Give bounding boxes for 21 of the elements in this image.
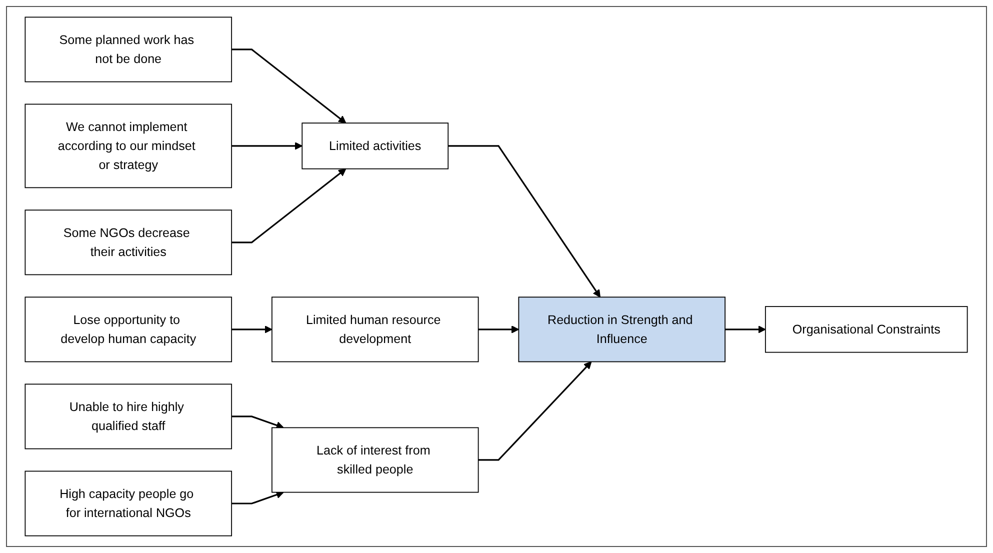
node-box: High capacity people go for international NGOs	[24, 470, 232, 536]
arrow	[232, 325, 273, 334]
node-box: We cannot implement according to our mindset or strategy	[24, 104, 232, 188]
node-box: Unable to hire highly qualified staff	[24, 384, 232, 450]
arrow	[232, 490, 284, 504]
arrow	[232, 416, 284, 430]
arrow	[478, 361, 592, 461]
node-box: Limited human resource development	[272, 296, 479, 362]
node-box: Lose opportunity to develop human capacity	[24, 296, 232, 362]
arrow	[448, 145, 601, 298]
node-box: Organisational Constraints	[765, 306, 968, 353]
arrow	[232, 48, 346, 124]
node-box: Lack of interest from skilled people	[272, 427, 479, 493]
node-box: Reduction in Strength and Influence	[518, 296, 726, 362]
node-box: Some NGOs decrease their activities	[24, 210, 232, 276]
node-box: Limited activities	[302, 122, 449, 170]
node-box: Some planned work has not be done	[24, 16, 232, 82]
arrow	[478, 325, 520, 334]
arrow	[232, 142, 303, 150]
arrow	[232, 168, 346, 244]
arrow	[725, 325, 766, 334]
